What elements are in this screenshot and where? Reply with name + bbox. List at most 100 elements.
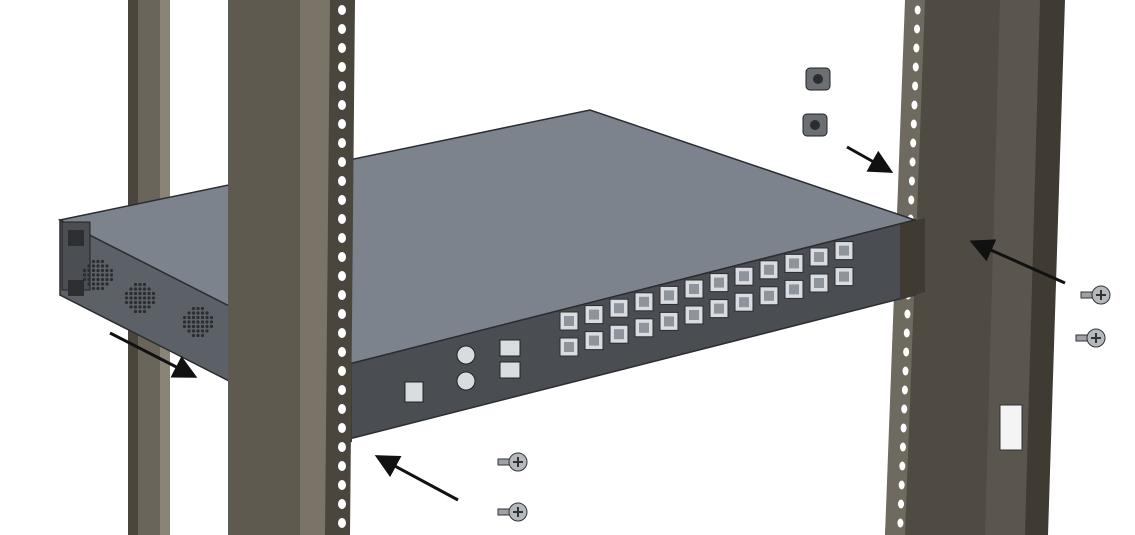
ethernet-port-inner <box>589 309 599 320</box>
rail-hole <box>338 518 346 528</box>
rail-label-tag <box>999 404 1023 451</box>
ethernet-port-inner <box>589 335 599 346</box>
console-port-icon <box>404 381 424 403</box>
rail-hole <box>899 461 906 471</box>
front-left-rack-post <box>228 0 355 535</box>
ethernet-port-inner <box>564 316 574 326</box>
rail-hole <box>338 461 346 471</box>
ethernet-port-inner <box>564 342 574 352</box>
front-ports <box>559 241 854 357</box>
rail-hole <box>902 366 909 376</box>
ethernet-port-inner <box>739 271 749 282</box>
rail-hole <box>910 138 917 148</box>
screw-icon <box>497 452 528 472</box>
rail-hole <box>900 423 907 433</box>
rail-hole <box>338 81 346 91</box>
ethernet-port-inner <box>714 277 724 288</box>
ethernet-port-inner <box>739 297 749 308</box>
rail-hole <box>338 385 346 395</box>
ethernet-port-inner <box>714 303 724 314</box>
network-switch-chassis <box>57 109 925 450</box>
bnc-connector-icon <box>456 371 476 391</box>
rail-hole <box>338 233 346 243</box>
rail-hole <box>338 404 346 414</box>
mgmt-port-icon <box>499 361 521 379</box>
ethernet-port-inner <box>689 310 699 320</box>
ethernet-port-inner <box>664 316 674 327</box>
rail-hole <box>338 24 346 34</box>
screw-icon <box>1080 285 1111 305</box>
mgmt-port-icon <box>499 339 521 357</box>
rail-hole <box>338 100 346 110</box>
rail-hole <box>912 62 919 72</box>
rail-hole <box>338 195 346 205</box>
fan-vents <box>82 259 214 338</box>
rail-hole <box>909 157 916 167</box>
ethernet-port-inner <box>789 258 799 269</box>
rail-hole <box>898 480 905 490</box>
ethernet-port-inner <box>689 284 699 294</box>
ethernet-port-inner <box>764 290 774 301</box>
rear-bracket-hole-icon <box>68 280 84 296</box>
rail-hole <box>338 214 346 224</box>
rail-hole <box>338 499 346 509</box>
rail-hole <box>338 480 346 490</box>
cage-nut <box>802 113 828 137</box>
rail-hole <box>904 309 911 319</box>
rail-hole <box>338 5 346 15</box>
rail-hole <box>338 176 346 186</box>
ethernet-port-inner <box>789 284 799 295</box>
rail-hole <box>903 328 910 338</box>
rail-hole <box>338 138 346 148</box>
rail-hole <box>338 347 346 357</box>
ethernet-port-inner <box>639 322 649 333</box>
rail-holes-left <box>338 5 346 528</box>
ethernet-port-inner <box>814 252 824 262</box>
ethernet-port-inner <box>614 303 624 314</box>
ethernet-port-inner <box>764 264 774 275</box>
bnc-connector-icon <box>456 345 476 365</box>
rail-hole <box>338 328 346 338</box>
fan-vent-icon <box>82 259 114 291</box>
front-right-ear <box>900 218 925 300</box>
fan-vent-icon <box>124 282 156 314</box>
mounting-screws <box>497 285 1111 522</box>
rail-hole <box>338 309 346 319</box>
rail-hole <box>910 119 917 129</box>
fan-vent-icon <box>182 306 214 338</box>
rail-hole <box>898 499 905 509</box>
rail-hole <box>338 290 346 300</box>
rail-hole <box>899 442 906 452</box>
rail-hole <box>897 518 904 528</box>
screw-icon <box>497 502 528 522</box>
rail-hole <box>901 404 908 414</box>
ethernet-port-inner <box>614 329 624 340</box>
ethernet-port-inner <box>664 290 674 301</box>
ethernet-port-inner <box>839 271 849 282</box>
rail-hole <box>908 176 915 186</box>
rail-hole <box>914 24 921 34</box>
rail-hole <box>338 442 346 452</box>
rear-bracket-hole-icon <box>68 230 84 246</box>
screw-icon <box>1075 328 1106 348</box>
rail-hole <box>338 157 346 167</box>
ethernet-port-inner <box>839 245 849 256</box>
rail-hole <box>908 195 915 205</box>
ethernet-port-inner <box>814 278 824 288</box>
rail-hole <box>913 43 920 53</box>
rail-hole <box>338 252 346 262</box>
rail-hole <box>903 347 910 357</box>
rail-hole <box>338 43 346 53</box>
rail-hole <box>338 366 346 376</box>
rail-hole <box>338 62 346 72</box>
arrow-icon <box>969 239 1066 285</box>
rail-hole <box>338 271 346 281</box>
arrow-icon <box>846 145 894 173</box>
rail-hole <box>338 423 346 433</box>
ethernet-port-inner <box>639 296 649 307</box>
direction-arrows <box>109 145 1066 502</box>
rail-hole <box>901 385 908 395</box>
rail-hole <box>914 5 921 15</box>
